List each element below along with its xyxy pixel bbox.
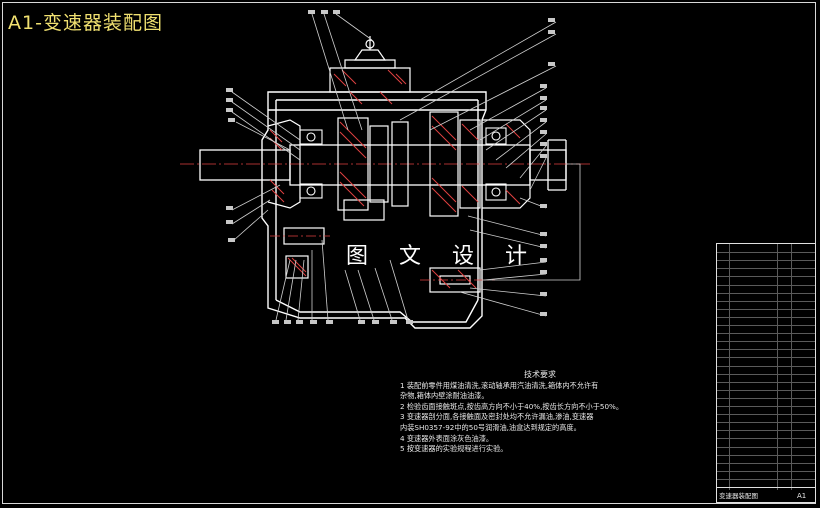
table-row-rule xyxy=(717,406,815,407)
table-row-rule xyxy=(717,397,815,399)
lower-hatch xyxy=(287,257,477,289)
table-row-rule xyxy=(717,349,815,351)
requirement-line: 3 变速器剖分面,各接触面及密封处均不允许漏油,渗油,变速器 xyxy=(400,412,594,422)
leader-lines-top xyxy=(311,13,557,209)
table-row-rule xyxy=(717,381,815,383)
main-shaft xyxy=(199,139,567,191)
table-row-rule xyxy=(717,268,815,270)
title-block-code: A1 xyxy=(797,492,807,500)
table-row-rule xyxy=(717,333,815,335)
table-row-rule xyxy=(717,308,815,310)
dimension-line xyxy=(482,163,581,281)
breather-cap xyxy=(329,36,411,93)
table-row-rule xyxy=(717,430,815,432)
title-block: 变速器装配图 A1 xyxy=(717,487,815,502)
table-row-rule xyxy=(717,325,815,326)
table-row-rule xyxy=(717,462,815,464)
table-column-divider xyxy=(729,244,730,490)
table-row-rule xyxy=(717,414,815,416)
gearbox-housing xyxy=(261,91,487,329)
table-row-rule xyxy=(717,365,815,367)
requirement-line: 杂物,箱体内壁涂耐油油漆。 xyxy=(400,391,489,401)
watermark-text: 图 文 设 计 xyxy=(346,244,539,269)
table-row-rule xyxy=(717,292,815,294)
table-row-rule xyxy=(717,341,815,343)
table-row-rule xyxy=(717,389,815,391)
requirement-line: 4 变速器外表面涂灰色油漆。 xyxy=(400,433,494,443)
table-row-rule xyxy=(717,478,815,480)
table-row-rule xyxy=(717,260,815,262)
table-row-rule xyxy=(717,300,815,302)
table-row-rule xyxy=(717,422,815,424)
drawing-title: A1-变速器装配图 xyxy=(8,12,163,34)
table-row-rule xyxy=(717,276,815,278)
table-row-rule xyxy=(717,446,815,448)
requirement-line: 1 装配前零件用煤油清洗,滚动轴承用汽油清洗,箱体内不允许有 xyxy=(400,380,599,390)
leader-lines-left xyxy=(231,91,409,321)
right-cover-hatch xyxy=(505,123,521,205)
table-row-rule xyxy=(717,357,815,359)
technical-requirements-title: 技术要求 xyxy=(524,370,556,379)
table-row-rule xyxy=(717,470,815,472)
table-row-rule xyxy=(717,252,815,254)
technical-requirements: 技术要求 1 装配前零件用煤油清洗,滚动轴承用汽油清洗,箱体内不允许有 杂物,箱… xyxy=(400,370,700,455)
part-number-marks xyxy=(226,10,555,324)
table-row-rule xyxy=(717,316,815,318)
leader-lines-right xyxy=(459,215,547,317)
title-block-name: 变速器装配图 xyxy=(719,492,758,500)
requirement-line: 2 检验齿面接触斑点,按齿高方向不小于40%,按齿长方向不小于50%。 xyxy=(400,401,624,411)
left-end-cover xyxy=(267,119,301,209)
table-row-rule xyxy=(717,373,815,375)
requirement-line: 5 按变速器的实验规程进行实验。 xyxy=(400,444,508,454)
gear-set xyxy=(337,111,481,221)
gear-hatch xyxy=(339,91,479,213)
left-cover-hatch xyxy=(269,129,285,203)
parts-list-table: 变速器装配图 A1 xyxy=(716,243,816,503)
table-row-rule xyxy=(717,454,815,456)
table-column-divider xyxy=(791,244,792,490)
table-row-rule xyxy=(717,438,815,440)
breather-hatch xyxy=(333,69,407,87)
requirement-line: 内装SH0357-92中的50号润滑油,油盒达到规定的高度。 xyxy=(400,422,581,432)
table-column-divider xyxy=(777,244,778,490)
table-row-rule xyxy=(717,284,815,286)
